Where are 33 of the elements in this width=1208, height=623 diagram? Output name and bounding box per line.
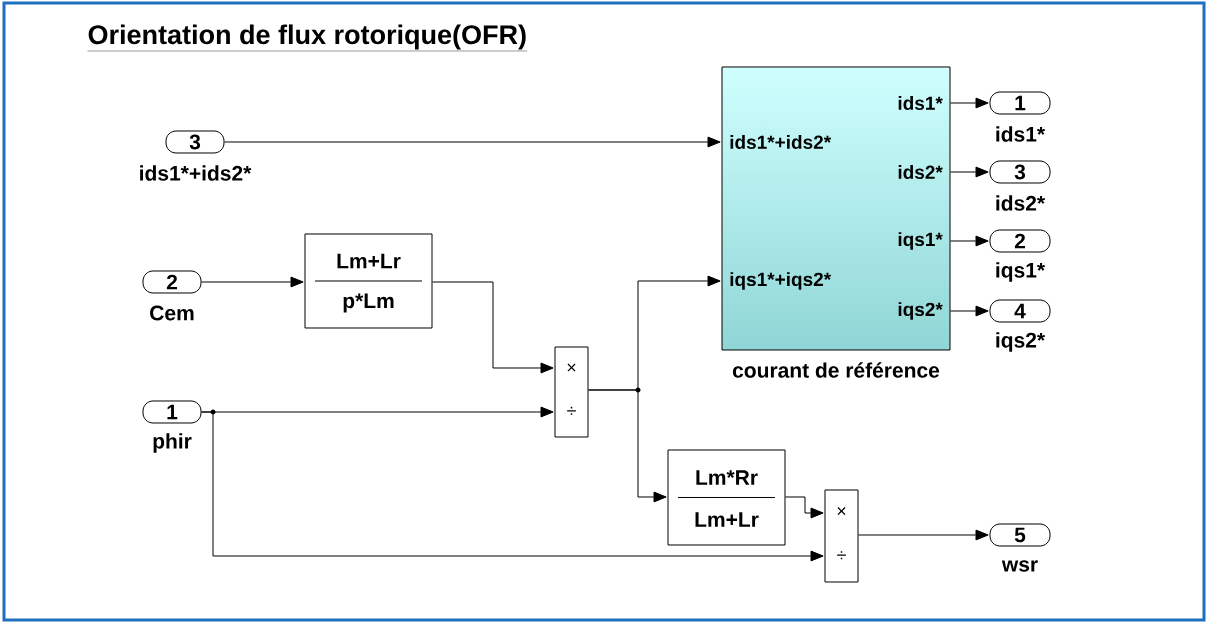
operator-sign: ÷ bbox=[837, 551, 846, 560]
arrow bbox=[201, 411, 824, 562]
title: Orientation de flux rotorique(OFR) bbox=[87, 24, 528, 52]
arrow bbox=[950, 166, 989, 178]
port-name: phir bbox=[153, 433, 192, 453]
block-name: courant de référence bbox=[732, 362, 940, 378]
port-name: Cem bbox=[150, 305, 194, 321]
arrow bbox=[224, 136, 721, 148]
port-name: iqs2* bbox=[996, 332, 1046, 352]
arrow bbox=[588, 389, 667, 503]
arrow bbox=[785, 496, 824, 519]
operator-sign: × bbox=[837, 507, 846, 516]
operator-sign: ÷ bbox=[567, 406, 576, 415]
output-port-label: ids2* bbox=[898, 165, 943, 179]
input-port-label: iqs1*+iqs2* bbox=[730, 272, 832, 290]
arrow bbox=[432, 281, 554, 374]
output-port-label: ids1* bbox=[898, 96, 943, 110]
gain-block: Lm+Lr p*Lm bbox=[304, 233, 433, 329]
arrow bbox=[858, 529, 989, 541]
port-name: wsr bbox=[1001, 560, 1038, 572]
arrow bbox=[950, 97, 989, 109]
arrow bbox=[950, 305, 989, 317]
port-name: ids2* bbox=[996, 195, 1046, 211]
port-name: ids1*+ids2* bbox=[140, 165, 252, 181]
gain-block: Lm*Rr Lm+Lr bbox=[667, 449, 786, 546]
arrow bbox=[201, 276, 304, 288]
output-port-label: iqs1* bbox=[898, 232, 943, 250]
port-name: iqs1* bbox=[996, 262, 1046, 282]
port-name: ids1* bbox=[996, 126, 1046, 142]
input-port-label: ids1*+ids2* bbox=[730, 135, 832, 149]
operator-sign: × bbox=[567, 363, 576, 372]
output-port-label: iqs2* bbox=[898, 302, 943, 320]
arrow bbox=[950, 235, 989, 247]
